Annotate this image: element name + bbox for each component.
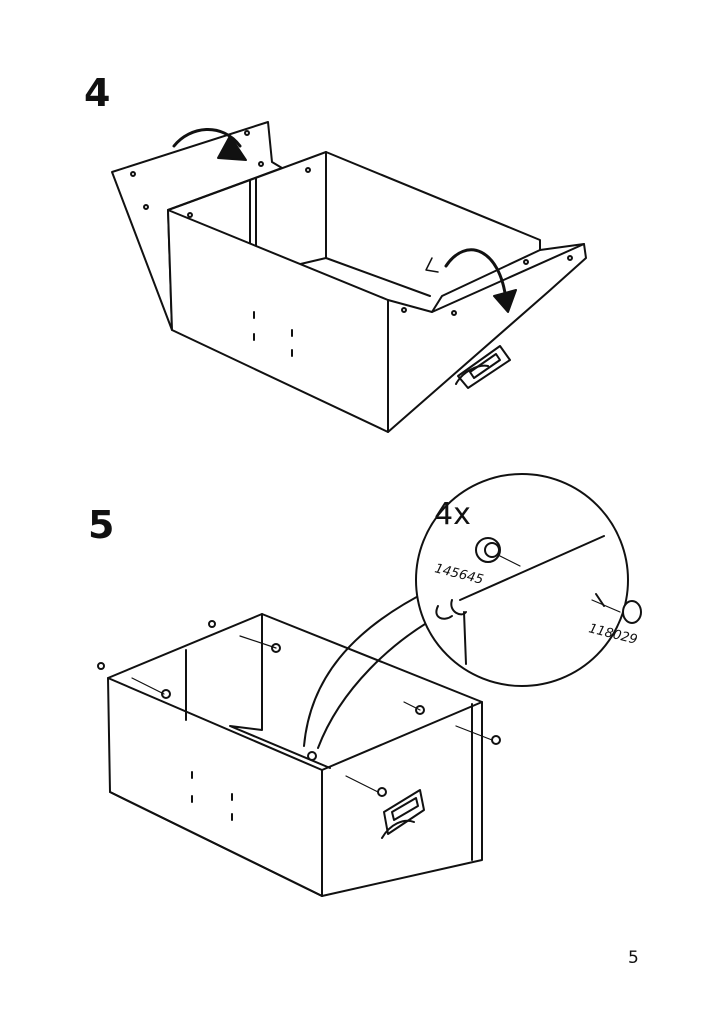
detail-callout xyxy=(415,473,642,687)
step-5-number: 5 xyxy=(88,503,115,547)
step-4-box-illustration xyxy=(111,121,587,433)
page-number: 5 xyxy=(628,948,639,968)
callout-quantity: 4x xyxy=(434,497,471,532)
step-5-box-illustration xyxy=(97,589,501,897)
step-4-number: 4 xyxy=(84,71,111,115)
